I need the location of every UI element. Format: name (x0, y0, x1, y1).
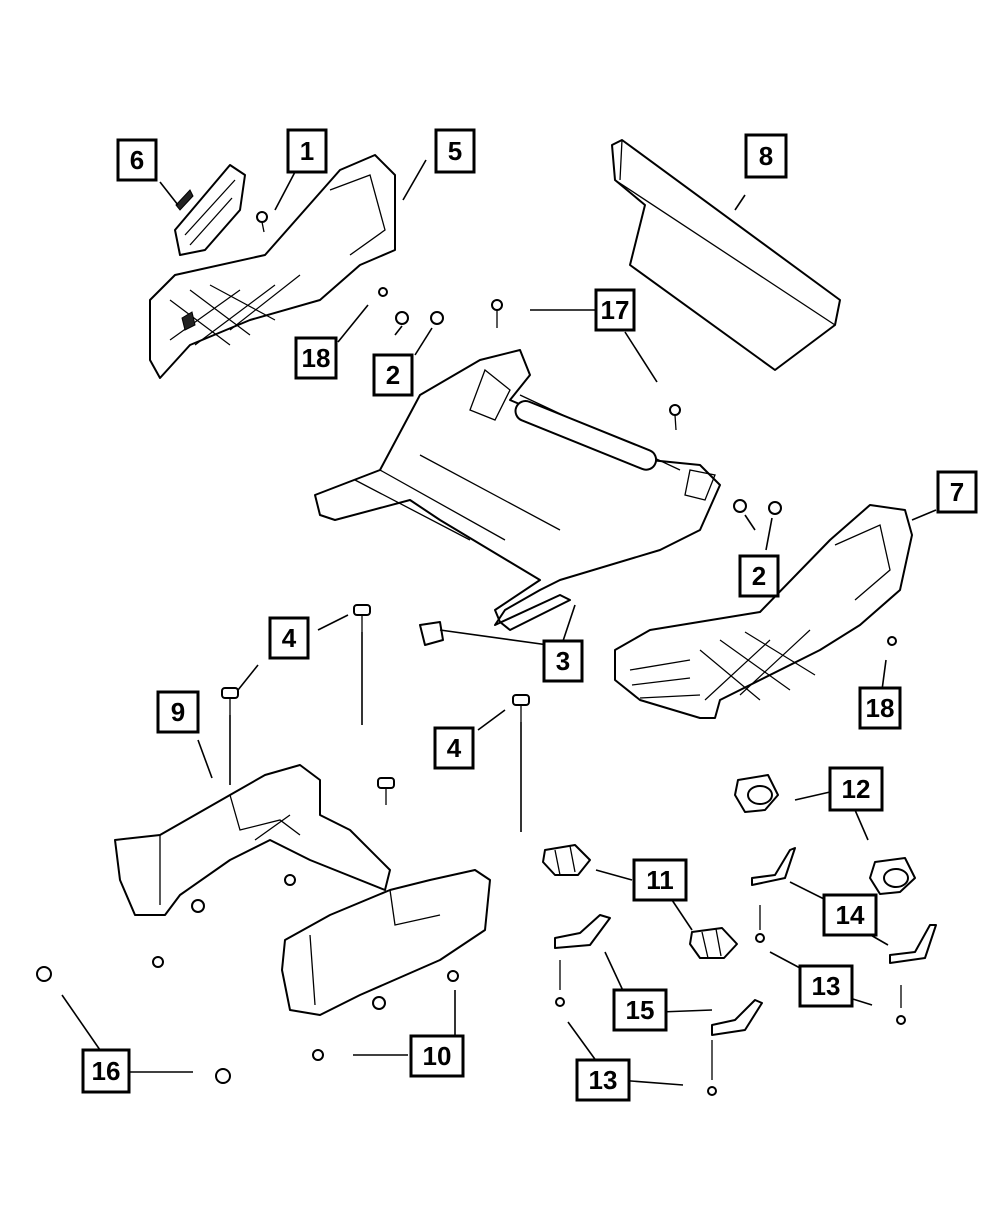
part-8-seat-panel (611, 139, 841, 371)
svg-text:8: 8 (759, 141, 773, 171)
svg-text:2: 2 (386, 360, 400, 390)
part-16-nut-b (215, 1068, 231, 1084)
part-7-side-shield-right (614, 504, 913, 719)
callout-13-bottom: 13 (575, 1058, 631, 1102)
part-12-grommet-a (734, 774, 779, 813)
callout-14: 14 (822, 893, 878, 937)
callout-2-right: 2 (738, 554, 780, 598)
part-15-strap-a (554, 914, 611, 949)
svg-text:18: 18 (866, 693, 895, 723)
part-1-screw (256, 211, 268, 233)
callout-3: 3 (542, 639, 584, 683)
part-13-screw-a (555, 960, 565, 1007)
part-18-screw-right (887, 636, 897, 646)
callout-4-lower: 4 (433, 726, 475, 770)
svg-text:4: 4 (282, 623, 297, 653)
svg-text:3: 3 (556, 646, 570, 676)
callout-17: 17 (594, 288, 636, 332)
callout-6: 6 (116, 138, 158, 182)
part-nuts-riser (152, 874, 459, 1061)
part-2-nuts-right (733, 499, 782, 515)
part-9-riser-left (114, 764, 391, 916)
svg-text:16: 16 (92, 1056, 121, 1086)
callout-18-left: 18 (294, 336, 338, 380)
svg-text:9: 9 (171, 697, 185, 727)
part-16-nut-a (36, 966, 52, 982)
svg-text:4: 4 (447, 733, 462, 763)
svg-text:13: 13 (812, 971, 841, 1001)
callout-16: 16 (81, 1048, 131, 1094)
svg-text:17: 17 (601, 295, 630, 325)
svg-text:1: 1 (300, 136, 314, 166)
part-4-bolt-d (377, 777, 395, 805)
callout-12: 12 (828, 766, 884, 812)
part-4-bolt-c (512, 694, 530, 722)
callout-2-upper: 2 (372, 353, 414, 397)
callout-7: 7 (936, 470, 978, 514)
svg-text:11: 11 (646, 865, 674, 895)
part-14-strap-b (889, 924, 937, 964)
callout-9: 9 (156, 690, 200, 734)
part-11-clip-a (542, 844, 591, 876)
part-13-screw-b (896, 985, 906, 1025)
svg-text:13: 13 (589, 1065, 618, 1095)
svg-text:12: 12 (842, 774, 871, 804)
svg-text:6: 6 (130, 145, 144, 175)
part-4-bolt-a (353, 604, 371, 632)
svg-text:7: 7 (950, 477, 964, 507)
callout-18-right: 18 (858, 686, 902, 730)
part-3-seat-track-frame (314, 349, 721, 646)
callout-4-upper: 4 (268, 616, 310, 660)
part-17-bolt-side (669, 404, 681, 431)
part-11-clip-b (689, 927, 738, 959)
part-10-riser-right (281, 869, 491, 1016)
svg-text:10: 10 (423, 1041, 452, 1071)
callout-1: 1 (286, 128, 328, 174)
part-14-strap-a (751, 847, 796, 943)
svg-text:2: 2 (752, 561, 766, 591)
callout-13-right: 13 (798, 964, 854, 1008)
svg-text:18: 18 (302, 343, 331, 373)
callout-5: 5 (434, 128, 476, 174)
callout-8: 8 (744, 133, 788, 179)
part-15-strap-b (711, 999, 763, 1036)
leader-lines (61, 159, 937, 1086)
svg-text:5: 5 (448, 136, 462, 166)
part-4-bolt-b (221, 687, 239, 715)
part-18-screw-left (378, 287, 388, 297)
callout-11: 11 (632, 858, 688, 902)
part-5-side-shield-left (149, 154, 396, 379)
part-12-grommet-b (869, 857, 916, 895)
part-2-nuts-upper (395, 311, 444, 325)
callout-15: 15 (612, 988, 668, 1032)
part-13-screw-c (707, 1040, 717, 1096)
part-17-bolt-top (491, 299, 503, 328)
part-6-switch-module (174, 164, 246, 256)
svg-text:15: 15 (626, 995, 655, 1025)
callout-10: 10 (409, 1034, 465, 1078)
svg-text:14: 14 (836, 900, 865, 930)
